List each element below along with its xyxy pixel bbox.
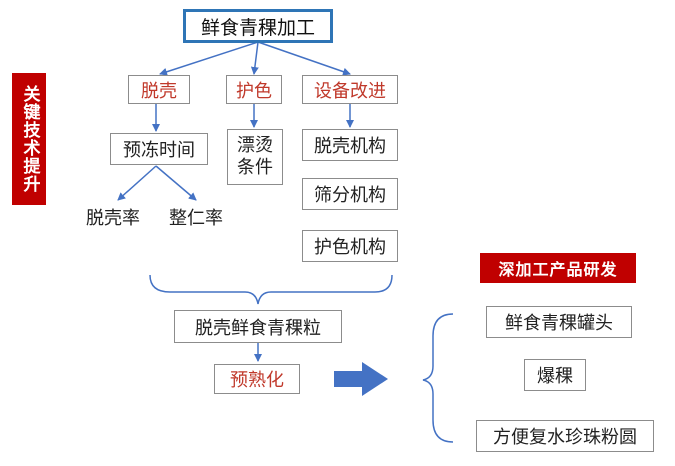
branch-dehull-label: 脱壳 [141, 80, 177, 102]
branch-color-label: 护色 [236, 80, 272, 102]
product-pearl-label: 方便复水珍珠粉圆 [493, 427, 637, 448]
blanch-label: 漂烫条件 [237, 135, 273, 178]
product-pearl-box: 方便复水珍珠粉圆 [476, 420, 654, 452]
arrow-precool-rate [117, 165, 157, 201]
block-arrow [334, 362, 388, 396]
arrow-title-dehull [159, 41, 259, 76]
arrow-title-equipment [257, 41, 351, 76]
arrow-title-color [250, 41, 259, 75]
side-label: 关键技术提升 [19, 85, 40, 193]
bottom-brace [149, 274, 393, 305]
mechanism-color-box: 护色机构 [302, 230, 398, 262]
main-title-box: 鲜食青稞加工 [183, 9, 333, 43]
branch-equipment-label: 设备改进 [314, 80, 386, 102]
blanch-box: 漂烫条件 [227, 129, 283, 185]
dehull-rate-text: 脱壳率 [86, 208, 140, 229]
arrow-precool-whole [155, 165, 197, 201]
product-canned-label: 鲜食青稞罐头 [505, 313, 613, 334]
mechanism-dehull-label: 脱壳机构 [314, 136, 386, 157]
deep-title: 深加工产品研发 [498, 260, 618, 279]
side-label-box: 关键技术提升 [12, 73, 46, 205]
branch-dehull: 脱壳 [128, 75, 190, 104]
product-canned-box: 鲜食青稞罐头 [486, 306, 632, 338]
branch-equipment: 设备改进 [302, 75, 398, 104]
product-popped-label: 爆稞 [537, 366, 573, 387]
mechanism-color-label: 护色机构 [314, 237, 386, 258]
product-popped-box: 爆稞 [524, 359, 586, 391]
branch-color: 护色 [226, 75, 282, 104]
mechanism-sieve-box: 筛分机构 [302, 178, 398, 210]
precool-label: 预冻时间 [123, 140, 195, 161]
precook-box: 预熟化 [214, 364, 300, 394]
deep-title-box: 深加工产品研发 [480, 253, 636, 283]
product-label: 脱壳鲜食青稞粒 [195, 317, 321, 339]
precook-label: 预熟化 [230, 370, 284, 391]
products-brace [422, 313, 454, 443]
product-box: 脱壳鲜食青稞粒 [174, 310, 342, 343]
mechanism-sieve-label: 筛分机构 [314, 185, 386, 206]
main-title: 鲜食青稞加工 [200, 16, 315, 39]
mechanism-dehull-box: 脱壳机构 [302, 129, 398, 161]
whole-rate-text: 整仁率 [169, 208, 223, 229]
precool-box: 预冻时间 [110, 133, 208, 165]
